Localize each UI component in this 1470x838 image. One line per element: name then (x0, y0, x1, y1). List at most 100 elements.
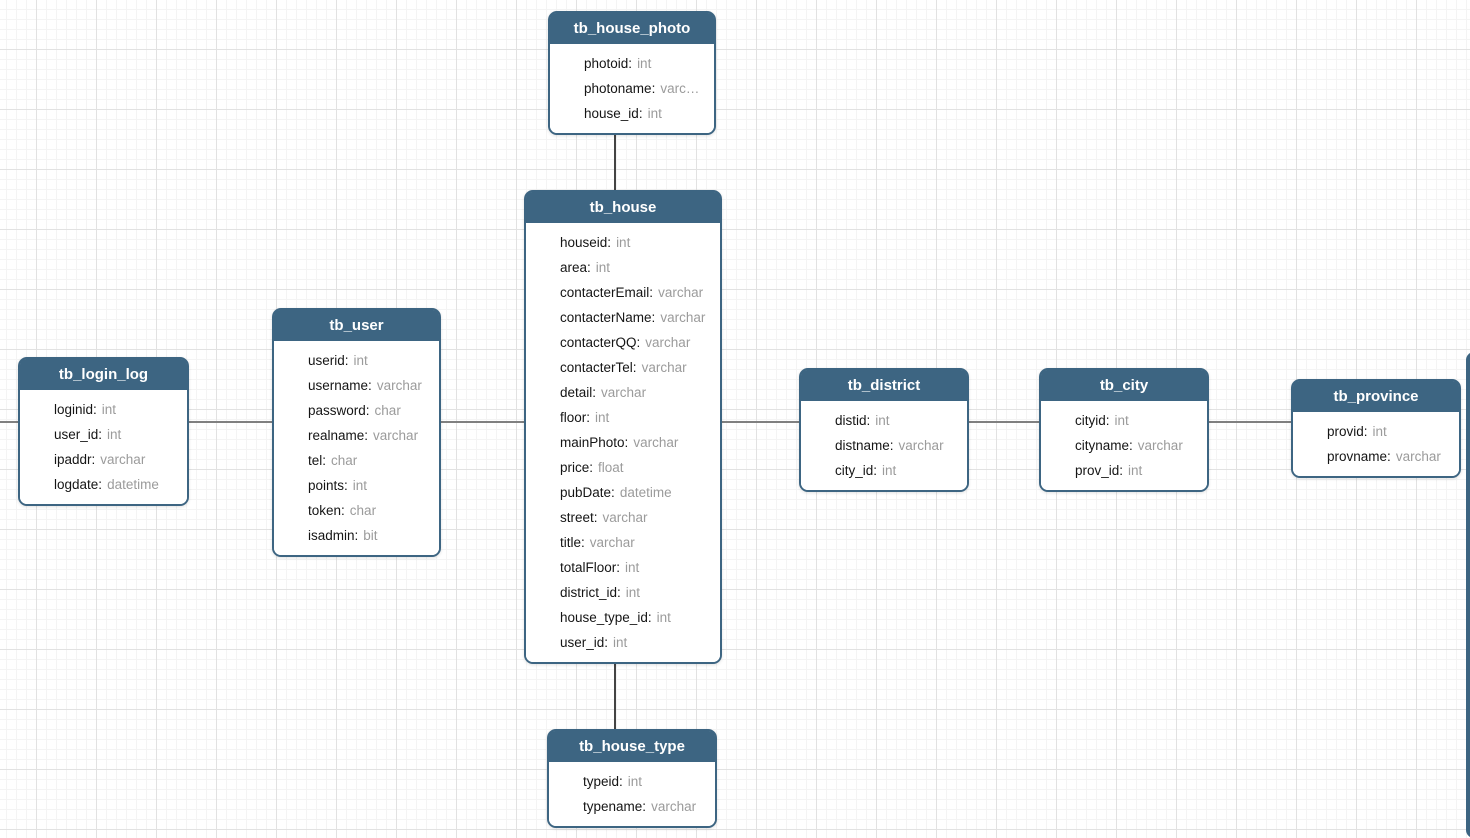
field-type: int (1128, 463, 1143, 478)
table-tb_house[interactable]: tb_househouseidintareaintcontacterEmailv… (524, 190, 722, 664)
field-row[interactable]: telchar (308, 448, 431, 473)
field-row[interactable]: isadminbit (308, 523, 431, 548)
field-row[interactable]: pubDatedatetime (560, 480, 712, 505)
field-name: distid (835, 413, 870, 428)
field-row[interactable]: typeidint (583, 769, 707, 794)
field-type: varchar (898, 438, 944, 453)
relationship-connector[interactable] (441, 421, 524, 423)
field-row[interactable]: distname varchar (835, 433, 959, 458)
field-row[interactable]: user_idint (54, 422, 179, 447)
field-name: cityname (1075, 438, 1133, 453)
field-row[interactable]: detailvarchar (560, 380, 712, 405)
table-title[interactable]: tb_user (274, 310, 439, 341)
field-name: realname (308, 428, 368, 443)
field-row[interactable]: realname varchar (308, 423, 431, 448)
field-row[interactable]: passwordchar (308, 398, 431, 423)
field-row[interactable]: contacterQQvarchar (560, 330, 712, 355)
field-row[interactable]: cityid int (1075, 408, 1199, 433)
field-row[interactable]: pointsint (308, 473, 431, 498)
table-tb_login_log[interactable]: tb_login_log loginidintuser_idintipaddrva… (18, 357, 189, 506)
field-type: int (1114, 413, 1129, 428)
relationship-connector[interactable] (189, 421, 272, 423)
field-name: ipaddr (54, 452, 95, 467)
table-tb_province[interactable]: tb_province providintprovnamevarchar (1291, 379, 1461, 478)
field-row[interactable]: city_idint (835, 458, 959, 483)
field-row[interactable]: contacterTelvarchar (560, 355, 712, 380)
relationship-connector[interactable] (722, 421, 799, 423)
clipped-table-edge[interactable] (1466, 352, 1470, 838)
table-title[interactable]: tb_house_type (549, 731, 715, 762)
field-row[interactable]: house_idint (584, 101, 706, 126)
field-type: varchar (658, 285, 704, 300)
field-row[interactable]: logdatedatetime (54, 472, 179, 497)
relationship-connector[interactable] (0, 421, 18, 423)
relationship-connector[interactable] (1209, 421, 1291, 423)
table-title[interactable]: tb_district (801, 370, 967, 401)
field-row[interactable]: citynamevarchar (1075, 433, 1199, 458)
field-type: int (595, 410, 610, 425)
field-row[interactable]: provnamevarchar (1327, 444, 1451, 469)
table-title[interactable]: tb_city (1041, 370, 1207, 401)
field-type: varchar (633, 435, 679, 450)
field-row[interactable]: ipaddrvarchar (54, 447, 179, 472)
field-name: detail (560, 385, 596, 400)
field-type: varchar (589, 535, 635, 550)
field-type: bit (363, 528, 378, 543)
field-type: varchar (641, 360, 687, 375)
field-row[interactable]: pricefloat (560, 455, 712, 480)
field-row[interactable]: providint (1327, 419, 1451, 444)
field-row[interactable]: contacterNamevarchar (560, 305, 712, 330)
field-row[interactable]: user_id int (560, 630, 712, 655)
field-name: area (560, 260, 591, 275)
field-name: cityid (1075, 413, 1110, 428)
field-row[interactable]: tokenchar (308, 498, 431, 523)
field-row[interactable]: houseidint (560, 230, 712, 255)
field-type: varchar (373, 428, 419, 443)
relationship-connector[interactable] (614, 664, 616, 729)
field-row[interactable]: photonamevarc… (584, 76, 706, 101)
field-name: username (308, 378, 372, 393)
field-type: int (625, 585, 641, 600)
field-row[interactable]: streetvarchar (560, 505, 712, 530)
field-type: int (613, 635, 628, 650)
field-row[interactable]: typenamevarchar (583, 794, 707, 819)
relationship-connector[interactable] (614, 135, 616, 190)
table-tb_house_photo[interactable]: tb_house_photophotoidintphotonamevarc…ho… (548, 11, 716, 135)
field-type: int (107, 427, 122, 442)
field-type: int (627, 774, 643, 789)
field-name: distname (835, 438, 894, 453)
field-row[interactable]: distid int (835, 408, 959, 433)
field-type: int (616, 235, 631, 250)
table-title[interactable]: tb_house (526, 192, 720, 223)
field-type: int (1372, 424, 1387, 439)
field-name: user_id (560, 635, 608, 650)
field-row[interactable]: useridint (308, 348, 431, 373)
field-row[interactable]: floorint (560, 405, 712, 430)
relationship-connector[interactable] (969, 421, 1039, 423)
field-row[interactable]: loginidint (54, 397, 179, 422)
field-row[interactable]: areaint (560, 255, 712, 280)
table-tb_house_type[interactable]: tb_house_type typeidinttypenamevarchar (547, 729, 717, 828)
field-row[interactable]: mainPhotovarchar (560, 430, 712, 455)
field-row[interactable]: contacterEmailvarchar (560, 280, 712, 305)
field-name: district_id (560, 585, 621, 600)
field-type: int (875, 413, 890, 428)
field-row[interactable]: district_id int (560, 580, 712, 605)
field-row[interactable]: totalFloorint (560, 555, 712, 580)
table-title[interactable]: tb_province (1293, 381, 1459, 412)
table-title[interactable]: tb_login_log (20, 359, 187, 390)
field-row[interactable]: house_type_idint (560, 605, 712, 630)
field-name: photoname (584, 81, 655, 96)
field-name: pubDate (560, 485, 615, 500)
table-title[interactable]: tb_house_photo (550, 13, 714, 44)
field-row[interactable]: usernamevarchar (308, 373, 431, 398)
field-row[interactable]: photoidint (584, 51, 706, 76)
field-name: typename (583, 799, 646, 814)
field-name: house_id (584, 106, 643, 121)
field-row[interactable]: prov_idint (1075, 458, 1199, 483)
field-row[interactable]: titlevarchar (560, 530, 712, 555)
table-tb_user[interactable]: tb_useruseridintusernamevarcharpasswordc… (272, 308, 441, 557)
